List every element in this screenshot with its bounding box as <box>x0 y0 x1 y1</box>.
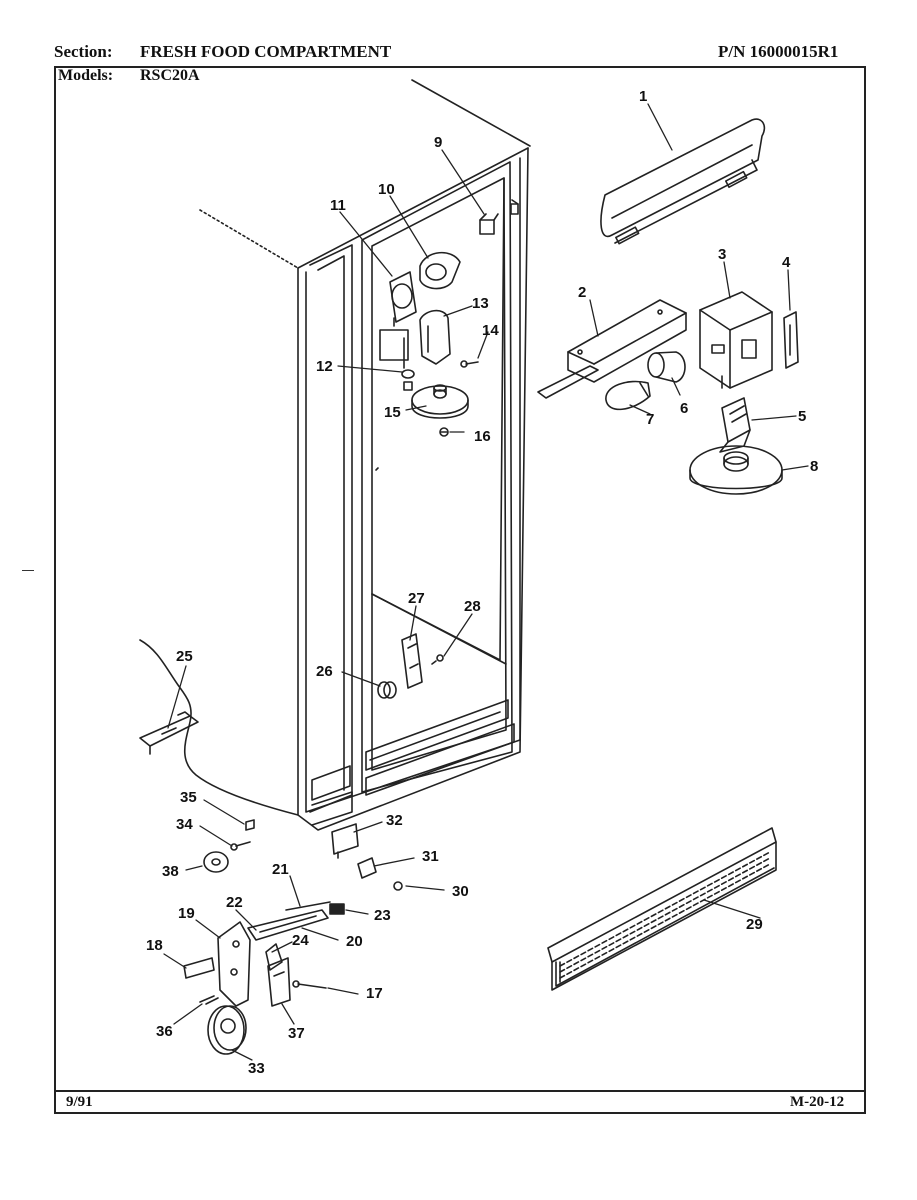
part-28-screw <box>431 654 444 665</box>
part-37-bracket <box>267 957 291 1007</box>
part-24-clip <box>265 943 283 971</box>
part-26-bushing <box>377 681 397 699</box>
part-20-lever <box>247 909 329 941</box>
part-19-plate <box>217 921 251 1007</box>
part-38-wheel <box>203 851 229 873</box>
callout-30: 30 <box>452 883 469 900</box>
part-29-grille <box>547 827 777 991</box>
callout-24: 24 <box>292 932 309 949</box>
footer-divider <box>54 1090 866 1092</box>
callout-2: 2 <box>578 284 586 301</box>
callout-31: 31 <box>422 848 439 865</box>
diagram-frame <box>54 66 866 1114</box>
footer-page-code: M-20-12 <box>790 1094 845 1110</box>
callout-21: 21 <box>272 861 289 878</box>
part-27-hinge <box>401 633 423 689</box>
part-36-pin <box>199 995 219 1005</box>
part-14-screw <box>460 360 479 368</box>
callout-13: 13 <box>472 295 489 312</box>
callout-5: 5 <box>798 408 806 425</box>
callout-3: 3 <box>718 246 726 263</box>
callout-12: 12 <box>316 358 333 375</box>
callout-35: 35 <box>180 789 197 806</box>
part-30-screw <box>393 881 403 891</box>
section-title: FRESH FOOD COMPARTMENT <box>140 42 392 61</box>
models-value: RSC20A <box>140 67 200 84</box>
part-33-wheel <box>207 1005 247 1055</box>
callout-8: 8 <box>810 458 818 475</box>
callout-36: 36 <box>156 1023 173 1040</box>
part-5-thermostat <box>719 397 751 453</box>
callout-7: 7 <box>646 411 654 428</box>
callout-34: 34 <box>176 816 193 833</box>
callout-29: 29 <box>746 916 763 933</box>
callout-23: 23 <box>374 907 391 924</box>
callout-14: 14 <box>482 322 499 339</box>
part-number: P/N 16000015R1 <box>718 42 839 61</box>
callout-28: 28 <box>464 598 481 615</box>
callout-32: 32 <box>386 812 403 829</box>
callout-26: 26 <box>316 663 333 680</box>
callout-25: 25 <box>176 648 193 665</box>
part-21-rod <box>285 901 331 911</box>
part-15-knob <box>411 384 469 419</box>
section-label: Section: <box>54 42 113 61</box>
part-10-housing <box>419 251 461 290</box>
callout-9: 9 <box>434 134 442 151</box>
leader-lines <box>163 103 809 1061</box>
margin-tick <box>22 570 34 571</box>
callout-labels: 1 2 3 4 5 6 7 8 9 10 11 12 13 14 15 16 1… <box>146 88 818 1077</box>
part-18-bar <box>183 957 215 979</box>
callout-4: 4 <box>782 254 791 271</box>
part-35-screw <box>245 819 255 831</box>
part-25-bracket <box>139 639 299 816</box>
callout-33: 33 <box>248 1060 265 1077</box>
callout-27: 27 <box>408 590 425 607</box>
callout-19: 19 <box>178 905 195 922</box>
part-4-strip <box>783 311 799 369</box>
part-12-shaft <box>401 369 415 391</box>
callout-20: 20 <box>346 933 363 950</box>
part-3-control <box>699 291 773 389</box>
callout-18: 18 <box>146 937 163 954</box>
callout-15: 15 <box>384 404 401 421</box>
part-1-cover <box>600 118 766 245</box>
callout-6: 6 <box>680 400 688 417</box>
part-11-housing <box>389 271 417 327</box>
callout-37: 37 <box>288 1025 305 1042</box>
part-13-bracket <box>379 309 451 369</box>
models-label: Models: <box>58 67 114 84</box>
part-23-spring <box>329 903 345 915</box>
part-7-bulb <box>605 380 651 411</box>
callout-10: 10 <box>378 181 395 198</box>
part-2-rail <box>537 299 687 399</box>
callout-11: 11 <box>330 197 346 214</box>
callout-22: 22 <box>226 894 243 911</box>
part-6-socket <box>647 351 686 383</box>
footer-date: 9/91 <box>66 1094 93 1110</box>
part-9-clip <box>479 213 499 235</box>
part-8-knob <box>689 445 783 495</box>
part-17-pin <box>292 980 327 989</box>
part-34-pin <box>230 841 251 851</box>
callout-1: 1 <box>639 88 647 105</box>
part-32-clip <box>331 823 359 859</box>
callout-16: 16 <box>474 428 491 445</box>
callout-38: 38 <box>162 863 179 880</box>
part-16-screw <box>439 427 449 437</box>
cabinet-shell <box>199 79 531 831</box>
callout-17: 17 <box>366 985 383 1002</box>
part-31-bracket <box>357 857 377 879</box>
